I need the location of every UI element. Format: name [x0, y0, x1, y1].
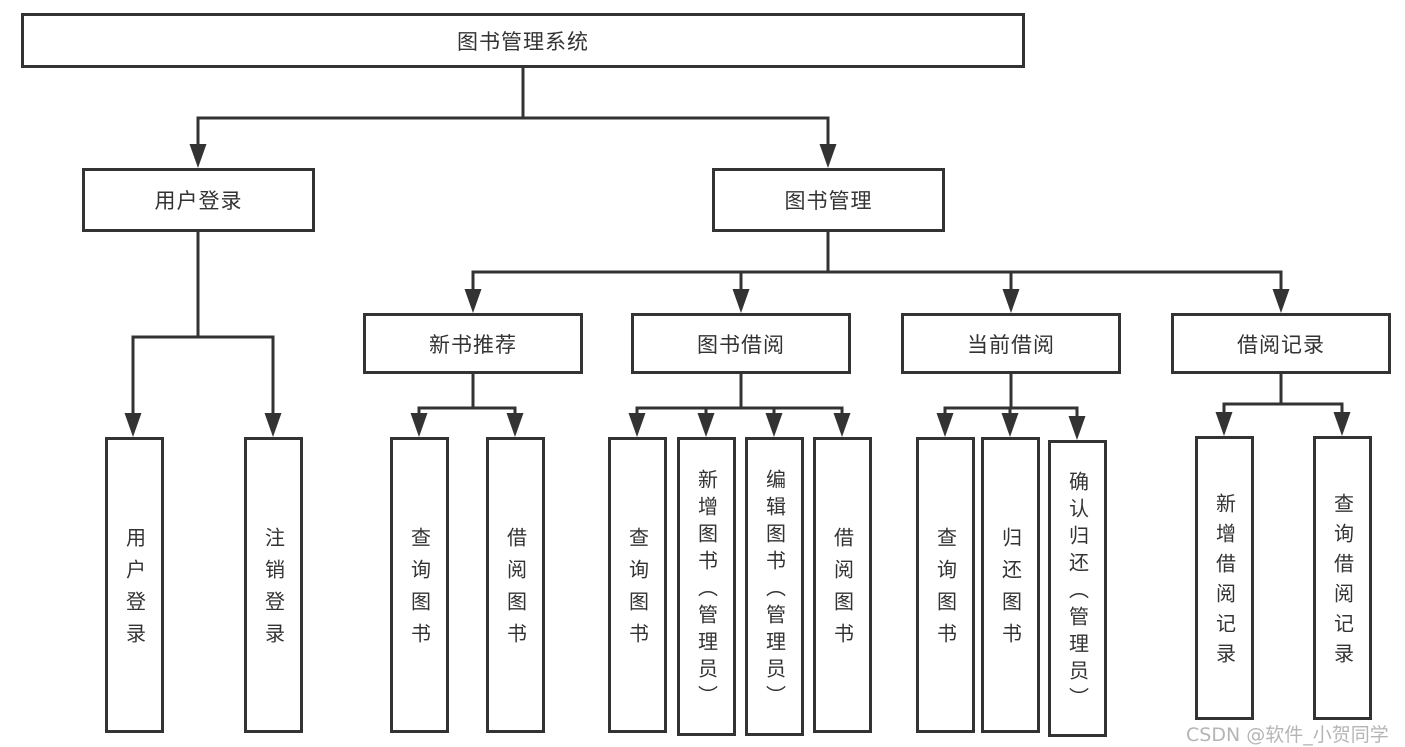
leaf-user-login-label: 用户登录 — [122, 527, 147, 655]
leaf-confirm-return-admin-label: 确认归还（管理员） — [1065, 470, 1090, 714]
leaf-query-books-borrow: 查询图书 — [608, 437, 667, 733]
node-borrowing-records-label: 借阅记录 — [1237, 332, 1325, 357]
node-borrowing-records: 借阅记录 — [1171, 313, 1391, 374]
leaf-logout: 注销登录 — [244, 437, 303, 733]
node-new-book-recommend-label: 新书推荐 — [429, 332, 517, 357]
leaf-confirm-return-admin: 确认归还（管理员） — [1048, 440, 1107, 737]
leaf-query-borrow-record-label: 查询借阅记录 — [1330, 493, 1355, 673]
node-library-system: 图书管理系统 — [21, 13, 1025, 68]
leaf-add-borrow-record: 新增借阅记录 — [1195, 436, 1254, 720]
leaf-return-books: 归还图书 — [981, 437, 1040, 733]
leaf-query-books-new: 查询图书 — [390, 437, 449, 733]
node-library-system-label: 图书管理系统 — [457, 29, 589, 54]
leaf-borrow-books-borrow-label: 借阅图书 — [830, 527, 855, 655]
node-book-management-label: 图书管理 — [784, 189, 873, 213]
node-user-login: 用户登录 — [82, 168, 315, 232]
leaf-edit-book-admin-label: 编辑图书（管理员） — [762, 468, 787, 712]
node-book-borrowing: 图书借阅 — [631, 313, 851, 374]
node-current-borrowing: 当前借阅 — [901, 313, 1121, 374]
node-user-login-label: 用户登录 — [154, 189, 243, 213]
leaf-add-book-admin-label: 新增图书（管理员） — [694, 468, 719, 712]
leaf-query-books-borrow-label: 查询图书 — [625, 527, 650, 655]
leaf-borrow-books-new-label: 借阅图书 — [503, 527, 528, 655]
leaf-query-books-current-label: 查询图书 — [933, 527, 958, 655]
leaf-borrow-books-new: 借阅图书 — [486, 437, 545, 733]
leaf-query-borrow-record: 查询借阅记录 — [1313, 436, 1372, 720]
leaf-query-books-new-label: 查询图书 — [407, 527, 432, 655]
node-book-borrowing-label: 图书借阅 — [697, 332, 785, 357]
node-book-management: 图书管理 — [712, 168, 945, 232]
leaf-logout-label: 注销登录 — [261, 527, 286, 655]
node-new-book-recommend: 新书推荐 — [363, 313, 583, 374]
leaf-return-books-label: 归还图书 — [998, 527, 1023, 655]
leaf-edit-book-admin: 编辑图书（管理员） — [745, 437, 804, 736]
leaf-add-book-admin: 新增图书（管理员） — [677, 437, 736, 736]
leaf-add-borrow-record-label: 新增借阅记录 — [1212, 493, 1237, 673]
leaf-user-login: 用户登录 — [105, 437, 164, 733]
node-current-borrowing-label: 当前借阅 — [967, 332, 1055, 357]
leaf-borrow-books-borrow: 借阅图书 — [813, 437, 872, 733]
csdn-watermark: CSDN @软件_小贺同学 — [1186, 724, 1389, 746]
leaf-query-books-current: 查询图书 — [916, 437, 975, 733]
